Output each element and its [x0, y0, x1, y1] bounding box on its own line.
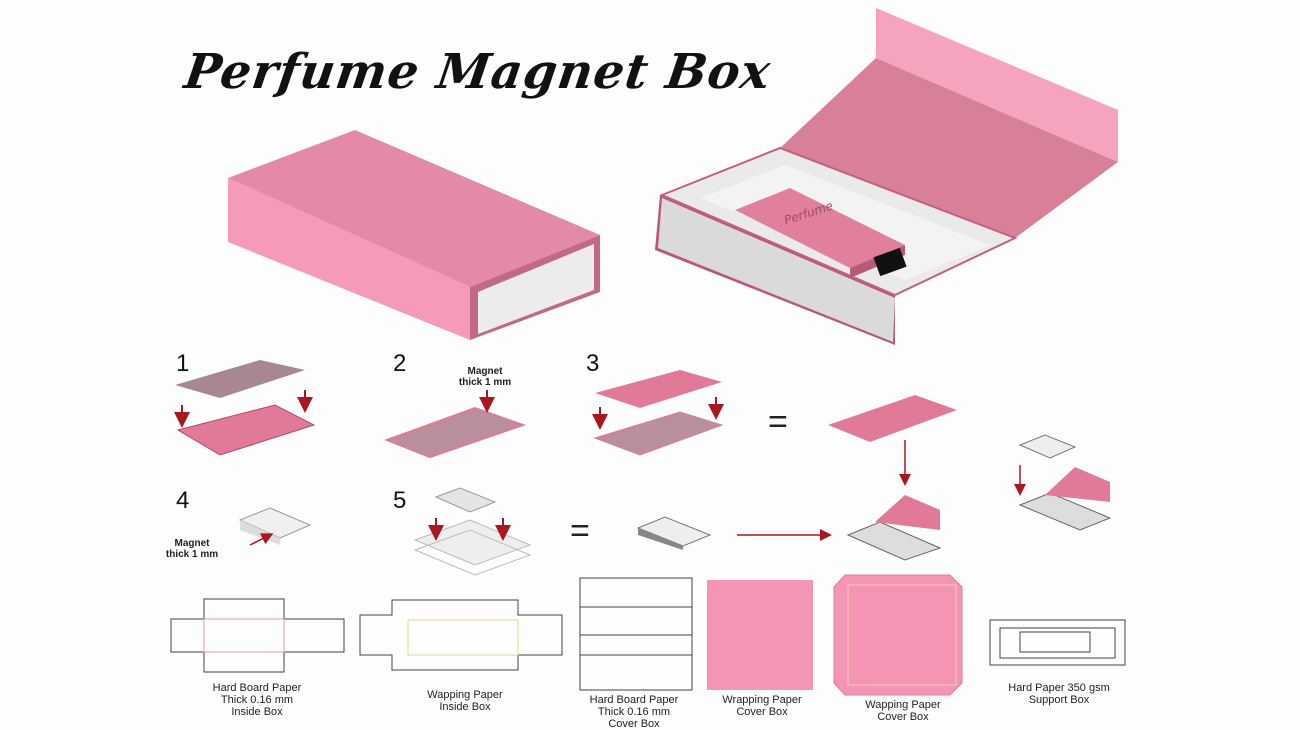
template-caption-5: Wapping Paper Cover Box [833, 699, 973, 723]
page-title: Perfume Magnet Box [181, 44, 775, 100]
step-1-art [174, 360, 316, 456]
caption-line: Hard Paper 350 gsm [1008, 682, 1110, 694]
magnet-note-step-2: Magnet thick 1 mm [445, 366, 525, 388]
note-line: Magnet [467, 366, 503, 377]
open-box: Perfume [655, 8, 1118, 345]
caption-line: Thick 0.16 mm [597, 706, 671, 718]
step-number-1: 1 [176, 350, 190, 377]
note-line: thick 1 mm [458, 377, 512, 388]
template-caption-1: Hard Board Paper Thick 0.16 mm Inside Bo… [187, 682, 327, 718]
note-line: Magnet [174, 538, 210, 549]
caption-line: Wapping Paper [865, 699, 941, 711]
step-number-4: 4 [176, 487, 190, 514]
step-5-art [413, 434, 1112, 576]
template-caption-2: Wapping Paper Inside Box [395, 689, 535, 713]
template-caption-4: Wrapping Paper Cover Box [692, 694, 832, 718]
step-number-2: 2 [393, 350, 407, 377]
caption-line: Cover Box [608, 718, 660, 730]
equals-sign: = [570, 512, 590, 550]
equals-sign: = [768, 403, 788, 441]
caption-line: Wapping Paper [427, 689, 503, 701]
caption-line: Thick 0.16 mm [220, 694, 294, 706]
template-drawings [170, 574, 1126, 696]
caption-line: Hard Board Paper [589, 694, 679, 706]
step-4-art [238, 507, 312, 546]
caption-line: Cover Box [877, 711, 929, 723]
step-number-3: 3 [586, 350, 600, 377]
closed-box [228, 130, 600, 340]
template-caption-3: Hard Board Paper Thick 0.16 mm Cover Box [564, 694, 704, 730]
step-number-5: 5 [393, 487, 407, 514]
caption-line: Hard Board Paper [212, 682, 302, 694]
step-3-art [592, 370, 957, 486]
caption-line: Cover Box [736, 706, 788, 718]
caption-line: Inside Box [439, 701, 491, 713]
step-2-art [384, 390, 527, 459]
caption-line: Wrapping Paper [722, 694, 802, 706]
caption-line: Inside Box [231, 706, 283, 718]
caption-line: Support Box [1028, 694, 1090, 706]
template-caption-6: Hard Paper 350 gsm Support Box [989, 682, 1129, 706]
magnet-note-step-4: Magnet thick 1 mm [152, 538, 232, 560]
note-line: thick 1 mm [165, 549, 219, 560]
